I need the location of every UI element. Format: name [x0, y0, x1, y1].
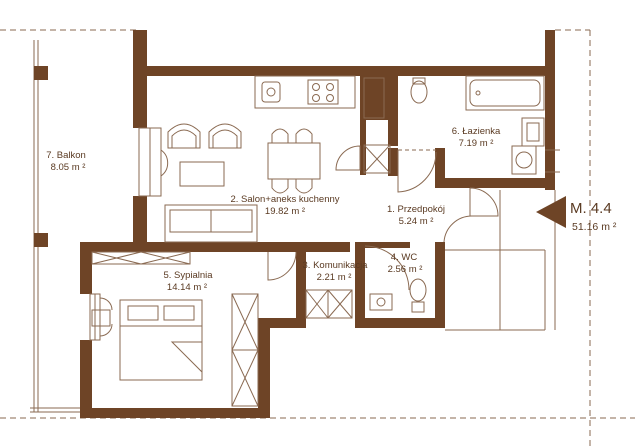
room-name-balkon: 7. Balkon: [46, 150, 86, 161]
hall-doors: [335, 145, 499, 243]
room-name-przedpokoj: 1. Przedpokój: [387, 204, 445, 215]
room-area-przedpokoj: 5.24 m ²: [399, 216, 434, 227]
corridor-wardrobe: [305, 289, 353, 319]
wardrobe-strip: [91, 251, 191, 265]
balcony-pillar-top: [34, 66, 48, 80]
armchairs: [167, 123, 242, 149]
room-area-wc: 2.56 m ²: [388, 264, 423, 275]
bedroom-wardrobe: [231, 293, 259, 407]
kitchen-counter: [254, 75, 356, 109]
room-area-salon: 19.82 m ²: [265, 206, 305, 217]
bed: [91, 299, 203, 381]
room-name-sypialnia: 5. Sypialnia: [163, 270, 213, 281]
entrance-arrow-icon: [536, 196, 566, 228]
wc-fixtures: [364, 245, 427, 313]
room-area-sypialnia: 14.14 m ²: [167, 282, 207, 293]
room-name-salon: 2. Salon+aneks kuchenny: [230, 194, 339, 205]
room-name-wc: 4. WC: [391, 252, 418, 263]
walls: [80, 30, 555, 418]
room-area-komunikacja: 2.21 m ²: [317, 272, 352, 283]
room-name-lazienka: 6. Łazienka: [452, 126, 501, 137]
bathroom-fixtures: [410, 75, 560, 175]
balcony-door: [138, 127, 169, 197]
room-area-lazienka: 7.19 m ²: [459, 138, 494, 149]
bedroom-window: [89, 293, 113, 341]
dining-table: [267, 128, 321, 194]
bedroom-door: [267, 251, 297, 281]
room-name-komunikacja: 3. Komunikacja: [303, 260, 369, 271]
balcony-area: [30, 40, 80, 413]
balcony-pillar-bottom: [34, 233, 48, 247]
room-area-balkon: 8.05 m ²: [51, 162, 86, 173]
unit-area: 51.16 m ²: [572, 221, 617, 233]
unit-name: M. 4.4: [570, 200, 612, 217]
sofa: [164, 204, 258, 243]
shaft: [363, 77, 391, 174]
coffee-table: [179, 161, 225, 187]
